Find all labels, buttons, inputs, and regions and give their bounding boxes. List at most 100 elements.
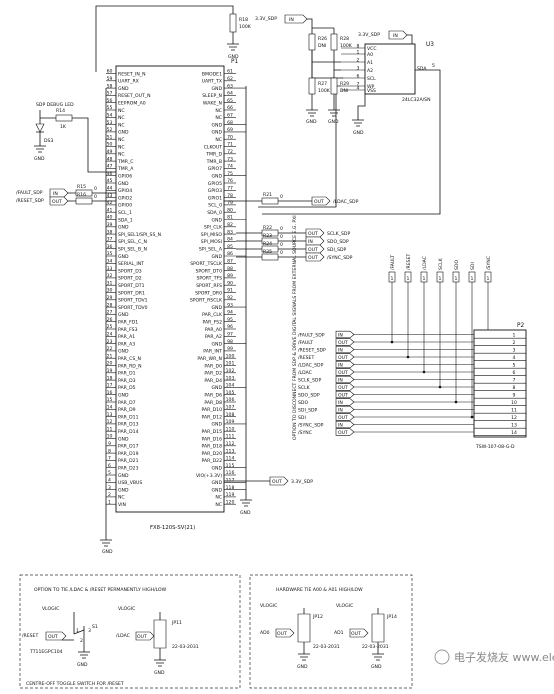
p1-left-pin-number: 34 bbox=[107, 259, 113, 265]
r14-resistor-icon bbox=[55, 114, 73, 122]
sdi-sdp-label: SDI_SDP bbox=[327, 247, 347, 253]
p1-right-pin-number: 64 bbox=[227, 91, 233, 97]
testpoint-pin-number: 1 bbox=[391, 276, 394, 282]
p1-left-pin-name: PAR_D19 bbox=[118, 451, 139, 457]
p1-gnd-symbol-icon bbox=[100, 539, 112, 547]
r29-ref: R29 bbox=[340, 81, 349, 87]
p1-left-pin-name: NC bbox=[118, 122, 125, 128]
sdo-resistor-ref: R23 bbox=[263, 233, 272, 239]
jp14-part: 22-03-2031 bbox=[362, 644, 389, 650]
box2-vlogic-right: VLOGIC bbox=[336, 603, 353, 609]
u3-supply-in-flag bbox=[388, 30, 408, 40]
p1-left-pin-number: 10 bbox=[107, 434, 113, 440]
p1-left-pin-number: 23 bbox=[107, 339, 113, 345]
p1-left-pin-number: 29 bbox=[107, 295, 113, 301]
s1-pin-2: 2 bbox=[80, 638, 83, 644]
r16-ref: R16 bbox=[77, 192, 86, 198]
p1-left-pin-number: 41 bbox=[107, 207, 113, 213]
p1-left-pin-name: PAR_D1 bbox=[118, 371, 136, 377]
p1-right-pin-name: PAR_INT bbox=[203, 349, 222, 355]
sdo-resistor-icon bbox=[261, 237, 279, 245]
p1-left-pin-name: TMR_C bbox=[117, 159, 133, 165]
p1-right-pin-name: SPORT_DT0 bbox=[195, 268, 222, 274]
u3-pin-number: 2 bbox=[357, 57, 360, 63]
p1-left-pin-name: PAR_D17 bbox=[118, 444, 139, 450]
p1-right-pin-number: 102 bbox=[226, 368, 235, 374]
box2-ad1-out-flag bbox=[349, 628, 369, 638]
u3-pin-name: A0 bbox=[367, 52, 373, 58]
p1-left-pin-name: RESET_IN_N bbox=[118, 71, 146, 77]
p1-left-pin-name: GND bbox=[118, 473, 129, 479]
ds3-wire bbox=[36, 118, 44, 146]
p1-right-pin-name: PAR_D6 bbox=[204, 393, 222, 399]
sync-sdp-label: /SYNC_SDP bbox=[327, 255, 353, 261]
p1-right-pin-number: 110 bbox=[226, 426, 235, 432]
u3-gnd-label: GND bbox=[353, 130, 364, 136]
p1-right-pin-name: PAR_D2 bbox=[204, 371, 222, 377]
p1-left-pin-name: PAR_D23 bbox=[118, 466, 139, 472]
p1-right-pin-number: 69 bbox=[227, 127, 233, 133]
p1-right-pin-number: 80 bbox=[227, 207, 233, 213]
p1-right-pin-name: VIO(+3.3V) bbox=[196, 473, 222, 479]
p1-right-pin-name: GPIO3 bbox=[208, 188, 222, 194]
p1-right-pin-name: BMODE1 bbox=[202, 71, 222, 77]
p1-left-pin-number: 40 bbox=[107, 215, 113, 221]
led-wire bbox=[39, 110, 56, 119]
sclk-sdp-flag bbox=[305, 228, 325, 238]
r26-resistor-icon bbox=[308, 33, 316, 51]
r21-value: 0 bbox=[280, 194, 283, 200]
p1-right-pin-name: GND bbox=[211, 487, 222, 493]
r14-value: 1K bbox=[60, 124, 67, 130]
option-box-ldac-reset: OPTION TO TIE /LDAC & /RESET PERMANENTLY… bbox=[19, 574, 241, 689]
box2-ad0-out-text: OUT bbox=[277, 631, 287, 637]
p2-row-flag bbox=[335, 375, 355, 384]
watermark: 电子发烧友 www.elecfans.com bbox=[434, 649, 554, 665]
r26-ref: R26 bbox=[318, 36, 327, 42]
testpoint-label: /LDAC bbox=[422, 256, 428, 270]
p1-ref: P1 bbox=[231, 59, 238, 65]
p2-row-flag-text: OUT bbox=[338, 415, 348, 421]
p1-left-pin-name: PAR_D5 bbox=[118, 385, 136, 391]
jp12-jumper-icon bbox=[297, 613, 311, 643]
p1-left-pin-number: 12 bbox=[107, 419, 113, 425]
p1-right-pin-number: 92 bbox=[227, 295, 233, 301]
p1-left-pin-name: NC bbox=[118, 108, 125, 114]
p1-right-pin-name: NC bbox=[215, 137, 222, 143]
p1-left-pin-number: 3 bbox=[108, 485, 111, 491]
sync-sdp-flag bbox=[305, 252, 325, 262]
p1-right-pin-name: GND bbox=[211, 254, 222, 260]
p1-left-pin-number: 46 bbox=[107, 171, 113, 177]
p1-left-pin-number: 27 bbox=[107, 310, 113, 316]
p1-left-pin-name: PAR_A1 bbox=[118, 334, 135, 340]
jp11-jumper-icon bbox=[153, 619, 167, 649]
p1-left-pin-name: NC bbox=[118, 152, 125, 158]
s1-part: TT11EGPC104 bbox=[29, 649, 63, 655]
r29-gnd-icon bbox=[328, 109, 340, 117]
p1-left-pin-number: 18 bbox=[107, 375, 113, 381]
p1-left-pin-number: 15 bbox=[107, 397, 113, 403]
p1-right-pin-name: GND bbox=[211, 217, 222, 223]
p1-left-pin-number: 24 bbox=[107, 332, 113, 338]
p1-right-pin-name: PAR_D12 bbox=[202, 414, 223, 420]
p2-row-number: 4 bbox=[513, 355, 516, 361]
p2-row-label: /LDAC_SDP bbox=[298, 362, 324, 368]
p2-row-flag bbox=[335, 338, 355, 346]
testpoint-label: SDI bbox=[470, 262, 476, 270]
p1-right-pin-name: NC bbox=[215, 495, 222, 501]
sclk-sdp-flag-text: OUT bbox=[308, 231, 318, 237]
p1-left-pin-name: GND bbox=[118, 86, 129, 92]
p1-right-pin-number: 61 bbox=[227, 69, 233, 75]
p1-right-pin-name: PAR_FS2 bbox=[202, 320, 222, 326]
sdo-sdp-label: SDO_SDP bbox=[327, 239, 349, 245]
p1-right-pin-name: PAR_D15 bbox=[202, 429, 223, 435]
p1-left-pin-number: 56 bbox=[107, 98, 113, 104]
p2-row-flag-text: IN bbox=[338, 332, 343, 338]
p2-part: TSW-107-08-G-D bbox=[475, 444, 515, 450]
testpoint-label: /SYNC bbox=[486, 256, 492, 270]
p1-left-pin-number: 55 bbox=[107, 105, 113, 111]
u3-addr-gnd-wires bbox=[311, 94, 335, 110]
sclk-resistor-icon bbox=[261, 229, 279, 237]
watermark-logo-icon bbox=[434, 649, 450, 665]
